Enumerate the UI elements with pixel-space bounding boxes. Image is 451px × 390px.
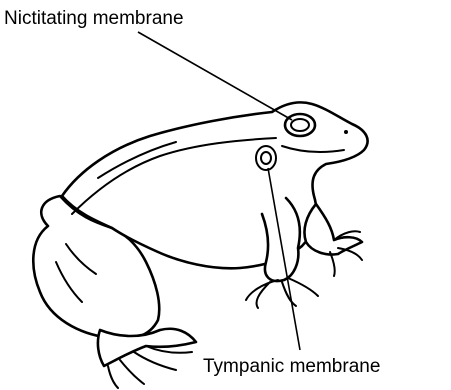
frog-nostril (344, 130, 348, 134)
frog-far-arm (304, 204, 362, 255)
tympanic-membrane-label: Tympanic membrane (203, 357, 380, 376)
nictitating-leader-line (138, 32, 292, 120)
frog-eye (285, 114, 315, 136)
frog-front-foot (246, 278, 318, 308)
nictitating-membrane-label: Nictitating membrane (4, 9, 184, 28)
frog-icon (33, 102, 367, 388)
